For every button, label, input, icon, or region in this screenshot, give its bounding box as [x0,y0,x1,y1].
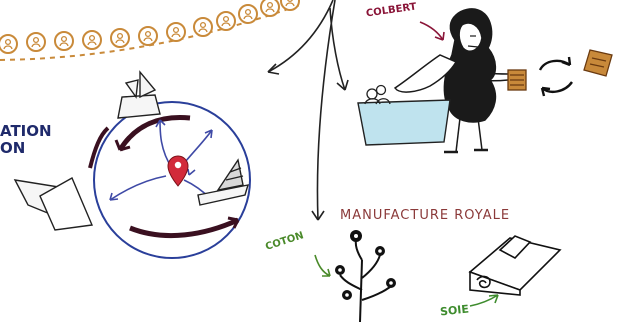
globe-icon [88,101,251,259]
coton-arrow [314,254,331,277]
crate-icon [507,49,613,91]
coin-icon [166,22,186,42]
coin-icon [280,0,300,11]
cotton-plant-icon [335,230,396,323]
coin-icon [193,17,213,37]
coin-icon [138,26,158,46]
coin-icon [260,0,280,17]
coin-icon [54,31,74,51]
soie-label: SOIE [439,302,470,319]
tub-icon [357,84,451,146]
silk-roll-icon [468,235,562,296]
partial-label-ation: ATION [0,122,52,140]
coin-icon [238,4,258,24]
soie-arrow [469,294,499,307]
map-pin-icon [167,155,189,187]
partial-label-on: ON [0,139,26,157]
coin-row [0,0,300,54]
colbert-arrow [419,21,445,41]
branch-arrows [267,0,349,221]
exchange-arrows-icon [538,56,573,97]
coin-icon [216,11,236,31]
manufacture-royale-label: MANUFACTURE ROYALE [340,208,511,223]
coin-icon [0,34,18,54]
colbert-figure-icon [393,8,509,154]
coin-icon [82,30,102,50]
coin-icon [110,28,130,48]
coin-icon [26,32,46,52]
ship-icon [13,70,250,231]
